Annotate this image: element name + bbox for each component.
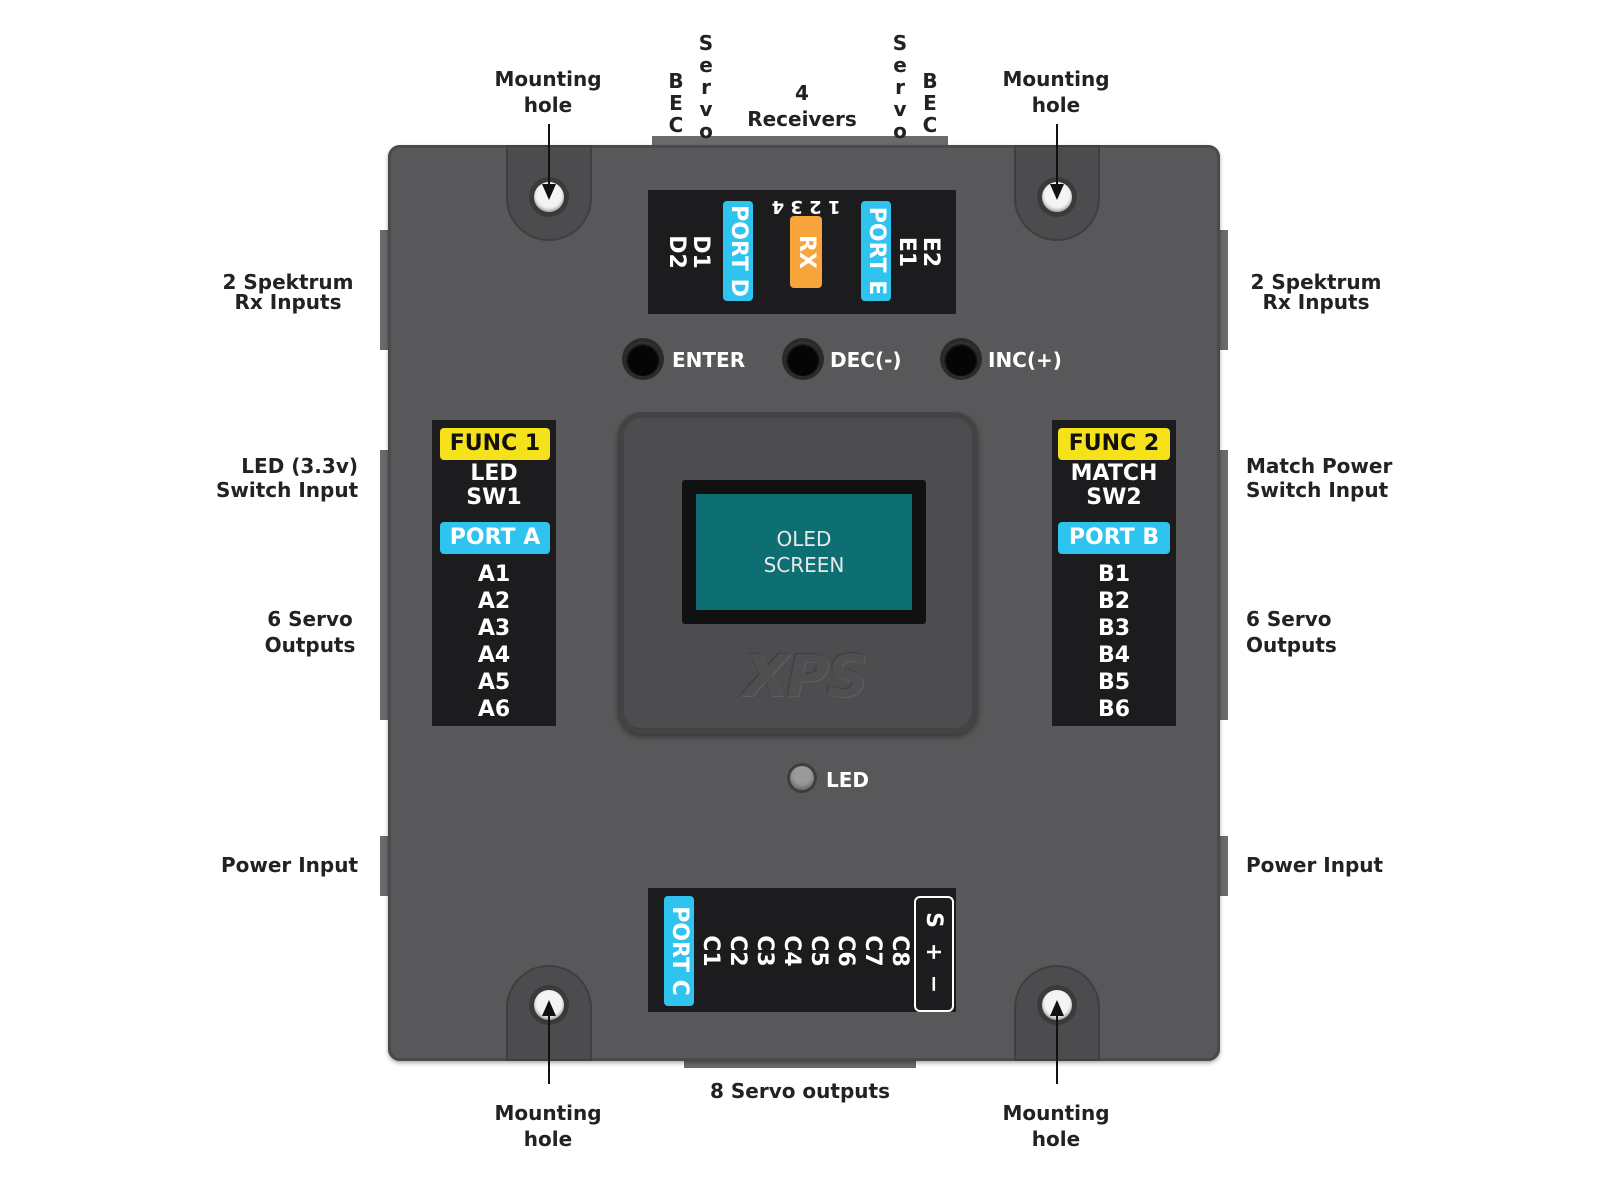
func1-tag: FUNC 1 xyxy=(440,428,550,460)
port-b-pin-1: B1 xyxy=(1097,562,1131,587)
port-b-pin-2: B2 xyxy=(1097,589,1131,614)
signal-power-sign-3: − xyxy=(921,974,946,994)
sw1-label: SW1 xyxy=(466,485,522,510)
port-c-pin-8: C8 xyxy=(887,935,912,967)
label-servo-right: Servo xyxy=(892,31,908,143)
port-a-pin-2: A2 xyxy=(477,589,511,614)
port-d-d1-label: D1 xyxy=(688,235,713,269)
top-connector-strip xyxy=(652,136,948,146)
oled-screen: OLED SCREEN xyxy=(696,494,912,610)
port-b-tag: PORT B xyxy=(1058,522,1170,554)
dec-button[interactable] xyxy=(786,342,820,376)
port-c-pin-7: C7 xyxy=(860,935,885,967)
label-8-servo-outputs: 8 Servo outputs xyxy=(709,1079,890,1103)
port-a-pin-1: A1 xyxy=(477,562,511,587)
left-port-plate xyxy=(432,420,556,726)
port-a-tag: PORT A xyxy=(440,522,550,554)
port-d-tag: PORT D xyxy=(723,201,753,301)
func2-tag: FUNC 2 xyxy=(1058,428,1170,460)
label-bottom-left-mounting: Mounting hole xyxy=(494,1101,602,1151)
port-c-tag: PORT C xyxy=(664,896,694,1006)
label-match-switch: Match Power Switch Input xyxy=(1246,454,1393,502)
signal-power-box xyxy=(914,896,954,1012)
label-receivers: 4 Receivers xyxy=(747,81,857,131)
label-led-switch: LED (3.3v) Switch Input xyxy=(216,454,359,502)
match-switch-name: MATCH xyxy=(1070,461,1158,486)
label-top-right-mounting: Mounting hole xyxy=(1002,67,1110,117)
port-b-pin-3: B3 xyxy=(1097,616,1131,641)
rx-pin-numbers: 1 2 3 4 xyxy=(771,196,841,217)
status-led-label: LED xyxy=(826,768,870,792)
port-a-pin-5: A5 xyxy=(477,670,511,695)
label-servo-out-left: 6 Servo Outputs xyxy=(264,607,356,657)
port-c-pin-5: C5 xyxy=(806,935,831,967)
arrowhead-bottom-right xyxy=(1050,1000,1064,1016)
label-servo-out-right: 6 Servo Outputs xyxy=(1246,607,1337,657)
port-c-pin-6: C6 xyxy=(833,935,858,967)
arrowhead-top-right xyxy=(1050,184,1064,200)
arrow-bottom-right xyxy=(1056,1014,1058,1084)
right-connector-strip xyxy=(1220,230,1228,350)
port-e-e1-label: E1 xyxy=(894,236,919,268)
enter-button[interactable] xyxy=(626,342,660,376)
left-connector-strip xyxy=(380,230,388,350)
label-power-right: Power Input xyxy=(1246,853,1384,877)
port-c-pin-1: C1 xyxy=(698,935,723,967)
inc-button[interactable] xyxy=(944,342,978,376)
signal-power-sign-1: S xyxy=(921,912,946,928)
label-servo-left: Servo xyxy=(698,31,714,143)
port-e-tag: PORT E xyxy=(861,201,891,301)
left-connector-strip-2 xyxy=(380,450,388,720)
port-e-e2-label: E2 xyxy=(918,236,943,268)
arrow-top-right xyxy=(1056,124,1058,186)
port-a-pin-6: A6 xyxy=(477,697,511,722)
port-c-pin-3: C3 xyxy=(752,935,777,967)
port-c-pin-2: C2 xyxy=(725,935,750,967)
arrowhead-bottom-left xyxy=(542,1000,556,1016)
right-connector-strip-2 xyxy=(1220,450,1228,720)
enter-button-label: ENTER xyxy=(672,348,746,372)
inc-button-label: INC(+) xyxy=(988,348,1062,372)
port-b-pin-4: B4 xyxy=(1097,643,1131,668)
port-b-pin-6: B6 xyxy=(1097,697,1131,722)
port-c-pin-4: C4 xyxy=(779,935,804,967)
label-top-left-mounting: Mounting hole xyxy=(494,67,602,117)
oled-screen-line1: OLED xyxy=(776,527,832,551)
arrow-top-left xyxy=(548,124,550,186)
label-bec-left: BEC xyxy=(668,69,684,137)
label-spektrum-right: 2 Spektrum Rx Inputs xyxy=(1250,270,1382,314)
signal-power-sign-2: + xyxy=(921,942,946,962)
sw2-label: SW2 xyxy=(1086,485,1142,510)
xps-logo: XPS xyxy=(743,642,869,710)
port-d-d2-label: D2 xyxy=(664,235,689,269)
status-led xyxy=(790,766,814,790)
label-bec-right: BEC xyxy=(922,69,938,137)
label-bottom-right-mounting: Mounting hole xyxy=(1002,1101,1110,1151)
oled-screen-line2: SCREEN xyxy=(763,553,845,577)
led-switch-name: LED xyxy=(470,461,518,486)
label-power-left: Power Input xyxy=(220,853,358,877)
label-spektrum-left: 2 Spektrum Rx Inputs xyxy=(222,270,354,314)
dec-button-label: DEC(-) xyxy=(830,348,902,372)
port-b-pin-5: B5 xyxy=(1097,670,1131,695)
arrowhead-top-left xyxy=(542,184,556,200)
bottom-connector-strip xyxy=(684,1060,916,1068)
right-connector-strip-3 xyxy=(1220,836,1228,896)
bottom-port-plate xyxy=(648,888,956,1012)
arrow-bottom-left xyxy=(548,1014,550,1084)
left-connector-strip-3 xyxy=(380,836,388,896)
port-a-pin-4: A4 xyxy=(477,643,511,668)
right-port-plate xyxy=(1052,420,1176,726)
port-a-pin-3: A3 xyxy=(477,616,511,641)
rx-tag: RX xyxy=(790,216,822,288)
